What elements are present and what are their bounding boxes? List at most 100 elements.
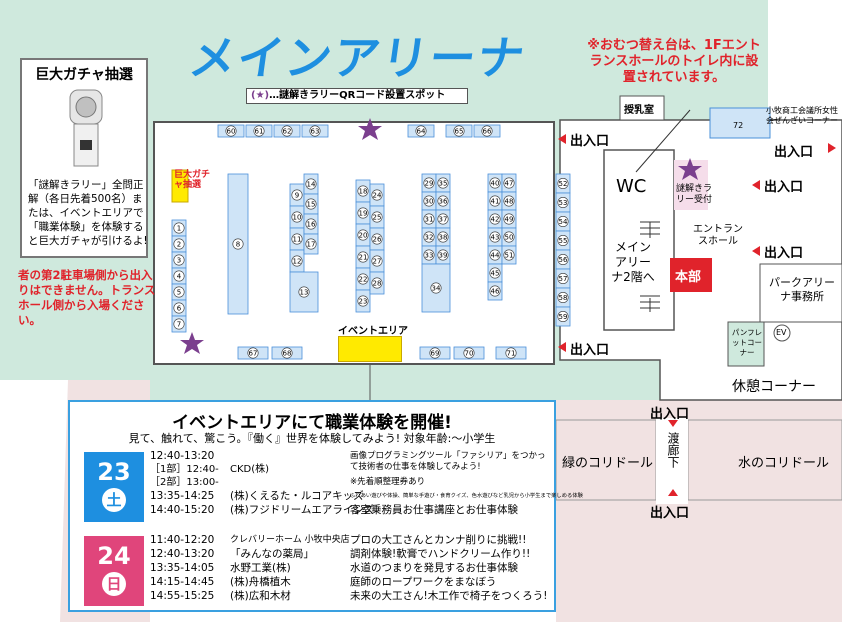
star-icon: [180, 332, 204, 354]
gacha-info-box: 巨大ガチャ抽選 「謎解きラリー」全問正解（各日先着500名）または、イベントエリ…: [20, 58, 148, 258]
booth: 68: [271, 346, 303, 360]
green-corridor-label: 緑のコリドール: [562, 456, 654, 471]
pamphlet-box: [727, 321, 765, 367]
water-corridor-label: 水のコリドール: [738, 456, 830, 471]
booth: 60: [217, 124, 245, 138]
nursing-room-label: 授乳室: [624, 105, 654, 116]
booth-number: 28: [373, 280, 382, 288]
booth: 27: [369, 249, 385, 273]
booth: 21: [355, 245, 371, 269]
booth-number: 15: [307, 201, 316, 209]
gacha-title: 巨大ガチャ抽選: [35, 67, 133, 83]
booth-number: 67: [249, 350, 258, 358]
booth-number: 26: [373, 236, 382, 244]
rest-corner-label: 休憩コーナー: [732, 379, 816, 395]
booth: 30: [421, 191, 437, 211]
gacha-machine-marker: [171, 169, 189, 203]
booth-number: 44: [491, 252, 500, 260]
booth: 9: [289, 183, 305, 207]
booth: 44: [487, 245, 503, 265]
booth-number: 41: [491, 198, 500, 206]
hq-box: [670, 258, 712, 292]
booth: 29: [421, 173, 437, 193]
booth-number: 39: [439, 252, 448, 260]
exit-arrow-icon: [668, 489, 678, 496]
exit-label: 出入口: [764, 180, 804, 195]
star-legend-icon: (★): [251, 90, 270, 101]
booth-number: 47: [505, 180, 514, 188]
booth-number: 7: [177, 321, 181, 329]
event-area-label: イベントエリア: [338, 326, 408, 337]
booth: 26: [369, 227, 385, 251]
booth: 6: [171, 299, 187, 317]
booth: 48: [501, 191, 517, 211]
booth-number: 35: [439, 180, 448, 188]
booth: 22: [355, 267, 371, 291]
event-subtitle: 見て、触れて、驚こう。『働く』世界を体験してみよう! 対象年齢:～小学生: [128, 432, 496, 445]
booth-number: 17: [307, 241, 316, 249]
booth-number: 6: [177, 305, 182, 313]
booth: 23: [355, 289, 371, 313]
booth: 18: [355, 179, 371, 203]
gacha-map-label: 巨大ガチャ抽選: [174, 170, 211, 190]
booth-number: 45: [491, 270, 500, 278]
schedule-row: ［1部］12:40-CKD(株)画像プログラミングツール「ファシリア」をつかって…: [150, 451, 546, 475]
booth-number: 2: [177, 241, 181, 249]
exit-arrow-icon: [668, 420, 678, 427]
booth: 17: [303, 233, 319, 255]
booth: 58: [555, 287, 571, 308]
booth-number: 56: [559, 256, 568, 264]
booth-number: 63: [311, 128, 320, 136]
booth: 3: [171, 251, 187, 269]
booth: 41: [487, 191, 503, 211]
booth-number: 42: [491, 216, 500, 224]
crossing-block: [656, 418, 688, 504]
booth-number: 23: [359, 298, 368, 306]
hq-label: 本部: [675, 270, 702, 285]
schedule-row: 12:40-13:20「みんなの薬局」調剤体験!軟膏でハンドクリーム作り!!: [150, 548, 531, 560]
booth: 70: [453, 346, 485, 360]
wc-stair-block: [603, 149, 675, 331]
booth-number: 1: [177, 225, 181, 233]
booth-number: 46: [491, 288, 500, 296]
day-of-week: 土: [102, 488, 126, 512]
booth-number: 61: [255, 128, 264, 136]
booth-number: 60: [227, 128, 236, 136]
booth: 53: [555, 192, 571, 213]
booth-number: 11: [293, 236, 302, 244]
schedule-row: ［2部］13:00-※先着順整理券あり: [150, 477, 426, 488]
nursing-room-box: [619, 95, 665, 121]
booth-number: 29: [425, 180, 434, 188]
booth: 66: [473, 124, 501, 138]
booth: 38: [435, 227, 451, 247]
day-of-week: 日: [102, 572, 126, 596]
gacha-description: 「謎解きラリー」全問正解（各日先着500名）または、イベントエリアで「職業体験」…: [28, 179, 148, 247]
booth: 46: [487, 281, 503, 301]
booth: 13: [289, 271, 319, 313]
booth-number: 20: [359, 232, 368, 240]
pamphlet-label: パンフレットコーナー: [731, 328, 763, 357]
event-title: イベントエリアにて職業体験を開催!: [172, 413, 452, 433]
booth: 67: [237, 346, 269, 360]
booth-number: 14: [307, 181, 316, 189]
wc-label: WC: [616, 176, 647, 197]
booth: 42: [487, 209, 503, 229]
booth: 64: [407, 124, 435, 138]
booth-number: 27: [373, 258, 382, 266]
booth: 69: [419, 346, 451, 360]
booth: 39: [435, 245, 451, 265]
booth-number: 54: [559, 218, 568, 226]
exit-label: 出入口: [570, 134, 610, 149]
day-23-schedule: 12:40-13:20 ［1部］12:40-CKD(株)画像プログラミングツール…: [150, 450, 583, 528]
main-hall: [153, 121, 555, 365]
arena-2f-label: メインアリーナ2階へ: [611, 240, 655, 284]
booth: 11: [289, 227, 305, 251]
booth: 65: [445, 124, 473, 138]
booth-number: 69: [431, 350, 440, 358]
schedule-row: 14:55-15:25(株)広和木材未来の大工さん!木工作で椅子をつくろう!: [150, 590, 548, 602]
booth: 4: [171, 267, 187, 285]
booth: 52: [555, 173, 571, 194]
